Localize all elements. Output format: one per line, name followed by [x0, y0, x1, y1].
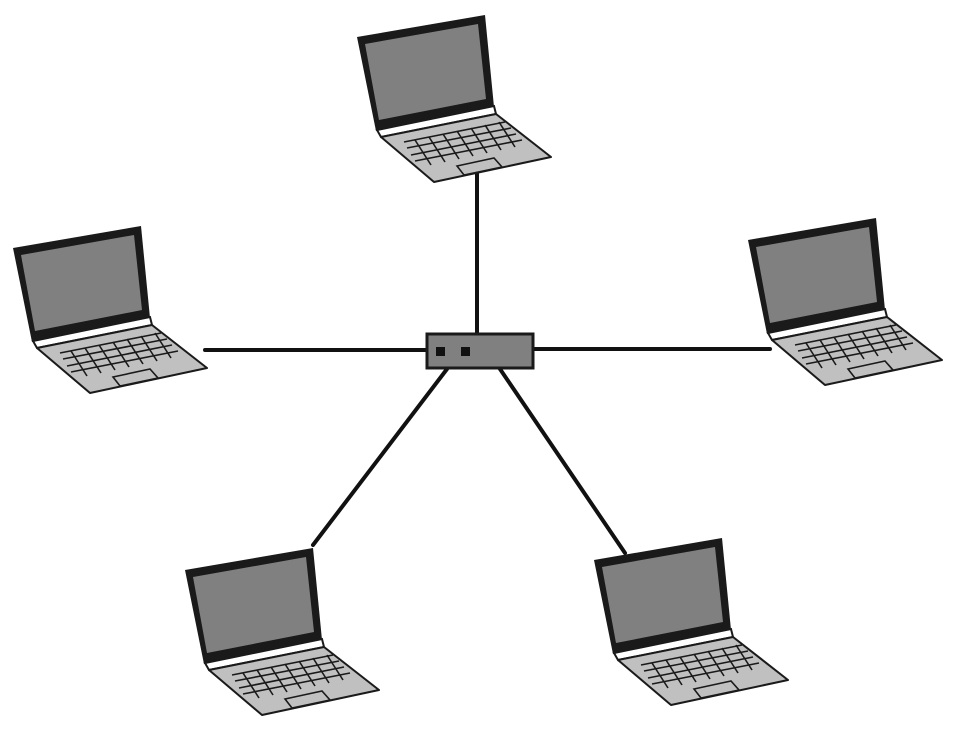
link-bottom-left [311, 367, 449, 547]
hub-port [461, 347, 470, 356]
laptop-icon [593, 537, 789, 706]
network-hub-icon [425, 332, 535, 370]
laptop-icon [184, 547, 380, 716]
hub-port [436, 347, 445, 356]
laptop-icon [12, 225, 208, 394]
laptop-icon [747, 217, 943, 386]
link-bottom-right [498, 367, 627, 555]
links [203, 158, 772, 555]
laptop-icon [356, 14, 552, 183]
